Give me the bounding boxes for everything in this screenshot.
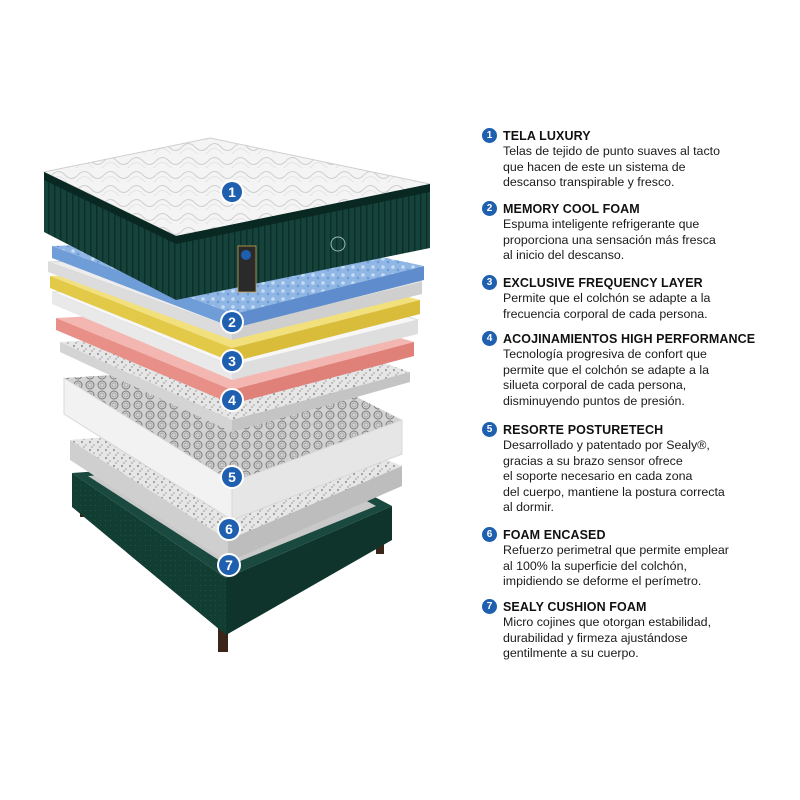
legend-description-line: Telas de tejido de punto suaves al tacto bbox=[503, 144, 720, 158]
marker-dot bbox=[219, 555, 239, 575]
legend-heading: 4 ACOJINAMIENTOS HIGH PERFORMANCE bbox=[482, 330, 782, 347]
marker-dot bbox=[222, 312, 242, 332]
legend-description-line: Espuma inteligente refrigerante que bbox=[503, 217, 700, 231]
marker-dot bbox=[222, 182, 242, 202]
legend-description-line: Tecnología progresiva de confort que bbox=[503, 347, 707, 361]
legend-number-badge: 1 bbox=[482, 128, 497, 143]
marker-dot bbox=[219, 519, 239, 539]
marker-5: 5 bbox=[220, 465, 244, 489]
legend-description-line: Refuerzo perimetral que permite emplear bbox=[503, 543, 729, 557]
legend-number-badge: 4 bbox=[482, 331, 497, 346]
marker-7: 7 bbox=[217, 553, 241, 577]
legend-heading: 3 EXCLUSIVE FREQUENCY LAYER bbox=[482, 274, 782, 291]
legend-description-line: al dormir. bbox=[503, 500, 554, 514]
legend-title: EXCLUSIVE FREQUENCY LAYER bbox=[503, 275, 703, 290]
legend-heading: 1 TELA LUXURY bbox=[482, 127, 782, 144]
marker-number: 6 bbox=[225, 521, 233, 537]
marker-number: 1 bbox=[228, 184, 236, 200]
legend-title: MEMORY COOL FOAM bbox=[503, 201, 640, 216]
legend-description-line: al 100% la superficie del colchón, bbox=[503, 558, 687, 573]
legend-description-line: durabilidad y firmeza ajustándose bbox=[503, 630, 688, 645]
legend-number-badge: 5 bbox=[482, 422, 497, 437]
legend-heading: 7 SEALY CUSHION FOAM bbox=[482, 598, 782, 615]
legend-number-badge: 2 bbox=[482, 201, 497, 216]
legend-description-line: disminuyendo puntos de presión. bbox=[503, 393, 685, 408]
legend-description-line: del cuerpo, mantiene la postura correcta bbox=[503, 484, 725, 499]
marker-dot bbox=[222, 390, 242, 410]
legend-heading: 5 RESORTE POSTURETECH bbox=[482, 421, 782, 438]
marker-number: 5 bbox=[228, 469, 236, 485]
legend-title: ACOJINAMIENTOS HIGH PERFORMANCE bbox=[503, 331, 756, 346]
legend-description-line: Permite que el colchón se adapte a la bbox=[503, 291, 711, 305]
legend-description-line: proporciona una sensación más fresca bbox=[503, 232, 716, 247]
marker-number: 4 bbox=[228, 392, 236, 408]
legend-description-line: que hacen de este un sistema de bbox=[503, 159, 686, 174]
marker-4: 4 bbox=[220, 388, 244, 412]
legend-description-line: gentilmente a su cuerpo. bbox=[503, 646, 639, 660]
layer-markers: 1 2 3 4 5 6 7 bbox=[217, 180, 244, 577]
marker-dot bbox=[222, 467, 242, 487]
marker-number: 7 bbox=[225, 557, 233, 573]
legend-description-line: impidiendo se deforme el perímetro. bbox=[503, 574, 702, 588]
legend-title: FOAM ENCASED bbox=[503, 527, 606, 542]
legend-description-line: permite que el colchón se adapte a la bbox=[503, 362, 709, 377]
legend-description-line: al inicio del descanso. bbox=[503, 248, 625, 262]
marker-2: 2 bbox=[220, 310, 244, 334]
marker-3: 3 bbox=[220, 349, 244, 373]
mattress-layers-diagram: 1 2 3 4 5 6 7 bbox=[42, 137, 431, 652]
marker-number: 3 bbox=[228, 353, 236, 369]
legend-description-line: Micro cojines que otorgan estabilidad, bbox=[503, 615, 712, 629]
legend-number-badge: 6 bbox=[482, 527, 497, 542]
sealy-logo-icon bbox=[241, 250, 251, 260]
legend-title: SEALY CUSHION FOAM bbox=[503, 599, 647, 614]
legend-title: RESORTE POSTURETECH bbox=[503, 422, 664, 437]
legend-description-line: el soporte necesario en cada zona bbox=[503, 469, 693, 483]
legend-description: Desarrollado y patentado por Sealy®,grac… bbox=[503, 438, 782, 516]
legend-number-badge: 3 bbox=[482, 275, 497, 290]
legend-description-line: Desarrollado y patentado por Sealy®, bbox=[503, 438, 710, 452]
marker-number: 2 bbox=[228, 314, 236, 330]
legend-description-line: descanso transpirable y fresco. bbox=[503, 175, 675, 189]
legend-heading: 2 MEMORY COOL FOAM bbox=[482, 200, 782, 217]
legend-number-badge: 7 bbox=[482, 599, 497, 614]
marker-6: 6 bbox=[217, 517, 241, 541]
crest-icon bbox=[330, 236, 346, 252]
legend-description-line: frecuencia corporal de cada persona. bbox=[503, 306, 708, 321]
legend-description: Micro cojines que otorgan estabilidad,du… bbox=[503, 615, 782, 662]
legend-description: Telas de tejido de punto suaves al tacto… bbox=[503, 144, 782, 191]
legend-description-line: gracias a su brazo sensor ofrece bbox=[503, 453, 683, 468]
legend-description-line: silueta corporal de cada persona, bbox=[503, 378, 687, 392]
marker-dot bbox=[222, 351, 242, 371]
legend-heading: 6 FOAM ENCASED bbox=[482, 526, 782, 543]
marker-1: 1 bbox=[220, 180, 244, 204]
legend-title: TELA LUXURY bbox=[503, 128, 591, 143]
